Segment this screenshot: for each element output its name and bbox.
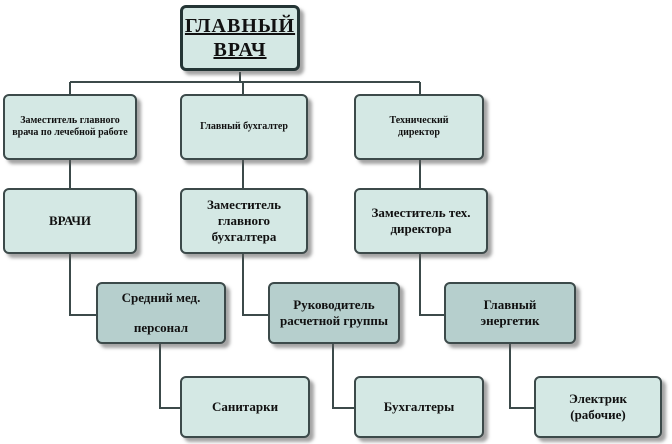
technical-director-box: Технический директор	[354, 94, 484, 160]
deputy-tech-director-label: Заместитель тех. директора	[371, 205, 471, 236]
connector-head-to-accountants	[332, 344, 354, 409]
connector-doctors-to-nurses	[69, 254, 96, 316]
nurses-label: Средний мед. персонал	[121, 290, 201, 335]
electrician-box: Электрик (рабочие)	[534, 376, 662, 438]
electrician-label: Электрик (рабочие)	[569, 391, 627, 422]
connector-root-to-level1	[69, 72, 421, 94]
chief-energy-box: Главный энергетик	[444, 282, 576, 344]
orderlies-box: Санитарки	[180, 376, 310, 438]
settlement-group-head-label: Руководитель расчетной группы	[279, 297, 389, 328]
doctors-box: ВРАЧИ	[3, 188, 137, 254]
accountants-label: Бухгалтеры	[383, 399, 455, 414]
chief-doctor-label: ГЛАВНЫЙ ВРАЧ	[184, 15, 296, 61]
deputy-medical-box: Заместитель главного врача по лечебной р…	[3, 94, 137, 160]
deputy-tech-director-box: Заместитель тех. директора	[354, 188, 488, 254]
orderlies-label: Санитарки	[211, 399, 279, 414]
connector-nurses-to-orderlies	[159, 344, 180, 409]
connector-deputy-acc-to-head	[242, 254, 268, 316]
nurses-box: Средний мед. персонал	[96, 282, 226, 344]
deputy-accountant-label: Заместитель главного бухгалтера	[206, 197, 282, 244]
accountants-box: Бухгалтеры	[354, 376, 484, 438]
doctors-label: ВРАЧИ	[48, 213, 91, 228]
deputy-accountant-box: Заместитель главного бухгалтера	[180, 188, 308, 254]
technical-director-label: Технический директор	[389, 115, 449, 138]
deputy-medical-label: Заместитель главного врача по лечебной р…	[12, 115, 128, 138]
chief-accountant-box: Главный бухгалтер	[180, 94, 308, 160]
chief-doctor-box: ГЛАВНЫЙ ВРАЧ	[180, 5, 300, 71]
settlement-group-head-box: Руководитель расчетной группы	[268, 282, 400, 344]
connector-deputy-tech-to-energy	[419, 254, 444, 316]
chief-energy-label: Главный энергетик	[480, 297, 540, 328]
connector-energy-to-electrician	[509, 344, 534, 409]
chief-accountant-label: Главный бухгалтер	[200, 121, 288, 132]
